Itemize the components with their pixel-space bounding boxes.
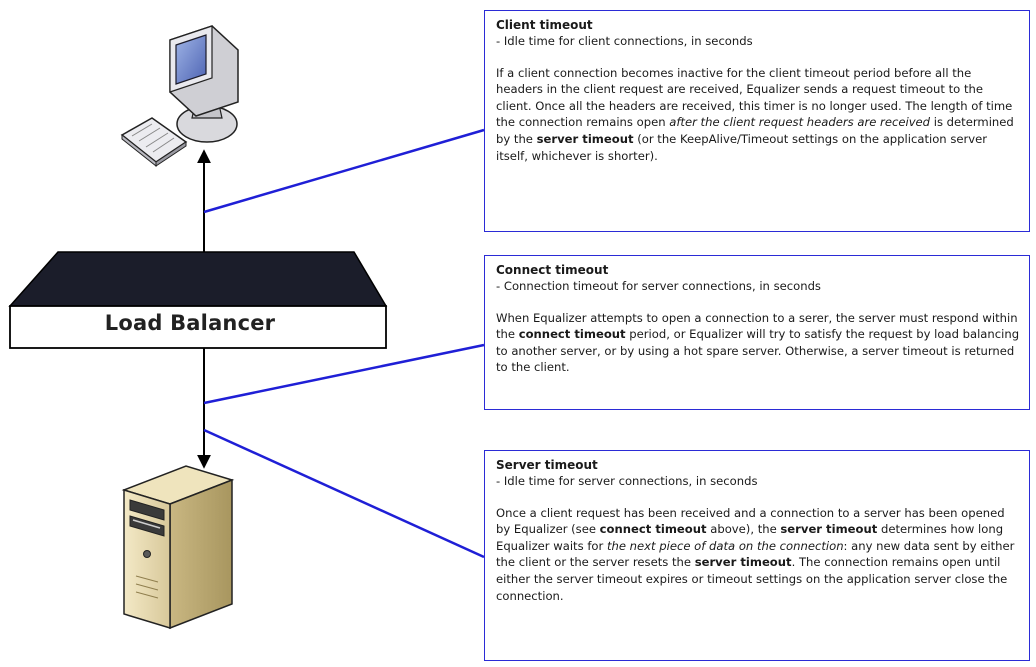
text-run: If a client connection becomes inactive … [496, 65, 1013, 130]
text-run: determines how long Equalizer waits for [496, 522, 1004, 553]
text-run-bold: connect timeout [599, 522, 707, 537]
keyboard-icon [120, 117, 188, 168]
text-run: . The connection remains open until eith… [496, 555, 1008, 603]
text-run-italic: the next piece of data on the connection [606, 538, 844, 553]
text-run: : any new data sent by either the client… [496, 538, 1015, 570]
text-run-italic: after the client request headers are rec… [669, 115, 931, 130]
text-run: is determined by the [496, 115, 1014, 146]
server-timeout-box: Server timeout - Idle time for server co… [484, 450, 1030, 661]
load-balancer-appliance [8, 251, 388, 349]
server-timeout-subtitle: - Idle time for server connections, in s… [496, 474, 758, 488]
server-tower-icon [121, 465, 235, 630]
connect-timeout-subtitle: - Connection timeout for server connecti… [496, 279, 821, 293]
load-balancer-label: Load Balancer [104, 311, 276, 335]
text-run-bold: server timeout [780, 522, 878, 537]
text-run: period, or Equalizer will try to satisfy… [496, 327, 1020, 375]
server-timeout-title: Server timeout [496, 458, 598, 472]
client-timeout-box: Client timeout - Idle time for client co… [484, 10, 1030, 232]
client-timeout-title: Client timeout [496, 18, 593, 32]
text-run: Once a client request has been received … [496, 505, 1005, 537]
client-timeout-description: If a client connection becomes inactive … [496, 65, 1021, 165]
connect-timeout-description: When Equalizer attempts to open a connec… [496, 310, 1021, 376]
connector-server-timeout [203, 428, 485, 559]
connector-client-timeout [203, 128, 485, 214]
text-run: (or the KeepAlive/Timeout settings on th… [496, 131, 988, 163]
server-timeout-description: Once a client request has been received … [496, 505, 1021, 605]
client-timeout-subtitle: - Idle time for client connections, in s… [496, 34, 753, 48]
text-run: above), the [706, 522, 781, 537]
connector-connect-timeout [203, 343, 485, 405]
text-run-bold: server timeout [694, 555, 792, 570]
connect-timeout-box: Connect timeout - Connection timeout for… [484, 255, 1030, 410]
desktop-computer-icon [169, 25, 239, 143]
text-run-bold: server timeout [536, 131, 634, 146]
connect-timeout-title: Connect timeout [496, 263, 609, 277]
text-run: When Equalizer attempts to open a connec… [496, 310, 1018, 342]
text-run-bold: connect timeout [518, 327, 626, 342]
